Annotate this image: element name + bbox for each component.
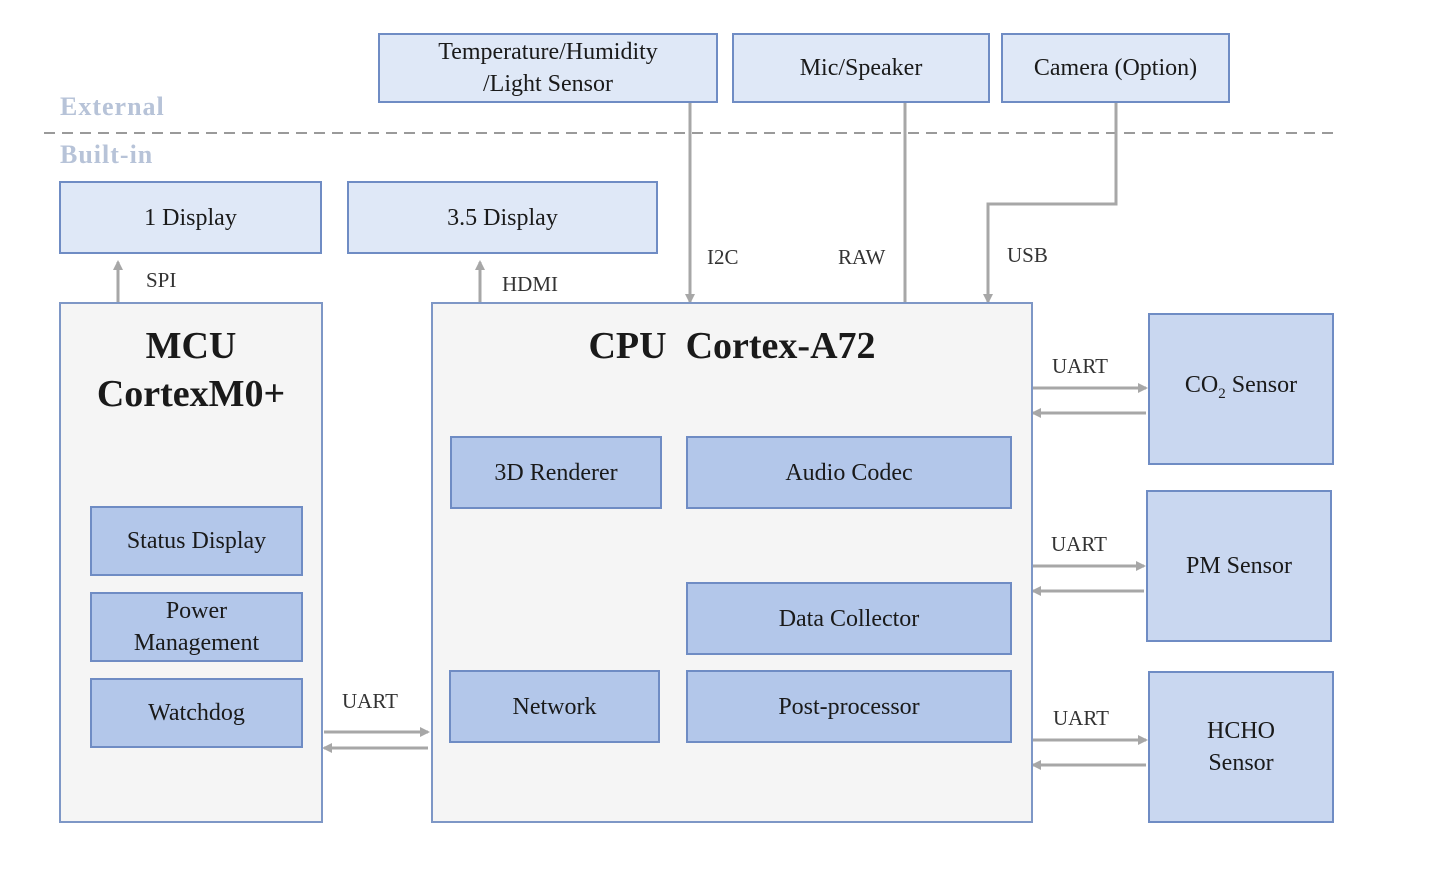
- mcu-title-line1: MCU: [145, 325, 237, 367]
- uart-mcu-label: UART: [342, 689, 398, 713]
- status-display-module: Status Display: [90, 506, 303, 576]
- display-3-5-box: 3.5 Display: [347, 181, 658, 254]
- uart-pm-label: UART: [1051, 532, 1107, 556]
- audio-codec-label: Audio Codec: [785, 459, 913, 486]
- hcho-sensor-label-line1: HCHO: [1206, 718, 1275, 744]
- mic-speaker-label: Mic/Speaker: [799, 55, 923, 81]
- data-collector-module: Data Collector: [686, 582, 1012, 655]
- co2-suffix: Sensor: [1225, 371, 1298, 398]
- network-module: Network: [449, 670, 660, 743]
- mcu-title-line2: CortexM0+: [96, 373, 286, 415]
- uart-co2-label: UART: [1052, 354, 1108, 378]
- env-sensor-label-line2: /Light Sensor: [483, 71, 613, 97]
- watchdog-module: Watchdog: [90, 678, 303, 748]
- data-collector-label: Data Collector: [778, 605, 920, 632]
- power-management-label-line2: Management: [133, 630, 260, 656]
- mcu-title: MCU CortexM0+: [59, 322, 323, 418]
- env-sensor-label-line1: Temperature/Humidity: [438, 39, 658, 65]
- camera-label: Camera (Option): [1033, 55, 1198, 81]
- zone-label-builtin: Built-in: [60, 140, 154, 169]
- pm-sensor-box: PM Sensor: [1146, 490, 1332, 642]
- co2-subscript: 2: [1218, 385, 1226, 402]
- camera-box: Camera (Option): [1001, 33, 1230, 103]
- 3d-renderer-label: 3D Renderer: [494, 459, 618, 486]
- mic-speaker-box: Mic/Speaker: [732, 33, 990, 103]
- post-processor-label: Post-processor: [778, 693, 920, 720]
- uart-hcho-label: UART: [1053, 706, 1109, 730]
- pm-sensor-label: PM Sensor: [1185, 553, 1293, 579]
- hcho-sensor-label-line2: Sensor: [1208, 750, 1274, 776]
- i2c-label: I2C: [707, 245, 739, 269]
- usb-connector: [983, 103, 1118, 304]
- status-display-label: Status Display: [126, 528, 267, 554]
- co2-prefix: CO: [1184, 371, 1219, 398]
- co2-sensor-box: CO2 Sensor: [1148, 313, 1334, 465]
- display-1-box: 1 Display: [59, 181, 322, 254]
- post-processor-module: Post-processor: [686, 670, 1012, 743]
- zone-label-external: External: [60, 92, 165, 121]
- cpu-block: [431, 302, 1033, 823]
- raw-label: RAW: [838, 245, 886, 269]
- hcho-sensor-box: HCHO Sensor: [1148, 671, 1334, 823]
- usb-label: USB: [1007, 243, 1048, 267]
- power-management-label-line1: Power: [165, 598, 228, 624]
- watchdog-label: Watchdog: [148, 700, 245, 726]
- cpu-title: CPU Cortex-A72: [588, 325, 876, 367]
- display-1-label: 1 Display: [144, 204, 237, 231]
- 3d-renderer-module: 3D Renderer: [450, 436, 662, 509]
- co2-sensor-label: CO2 Sensor: [1185, 369, 1297, 410]
- spi-label: SPI: [146, 268, 177, 292]
- hdmi-label: HDMI: [502, 272, 558, 296]
- network-label: Network: [512, 693, 597, 720]
- display-3-5-label: 3.5 Display: [447, 204, 558, 231]
- audio-codec-module: Audio Codec: [686, 436, 1012, 509]
- env-sensor-box: Temperature/Humidity /Light Sensor: [378, 33, 718, 103]
- power-management-module: Power Management: [90, 592, 303, 662]
